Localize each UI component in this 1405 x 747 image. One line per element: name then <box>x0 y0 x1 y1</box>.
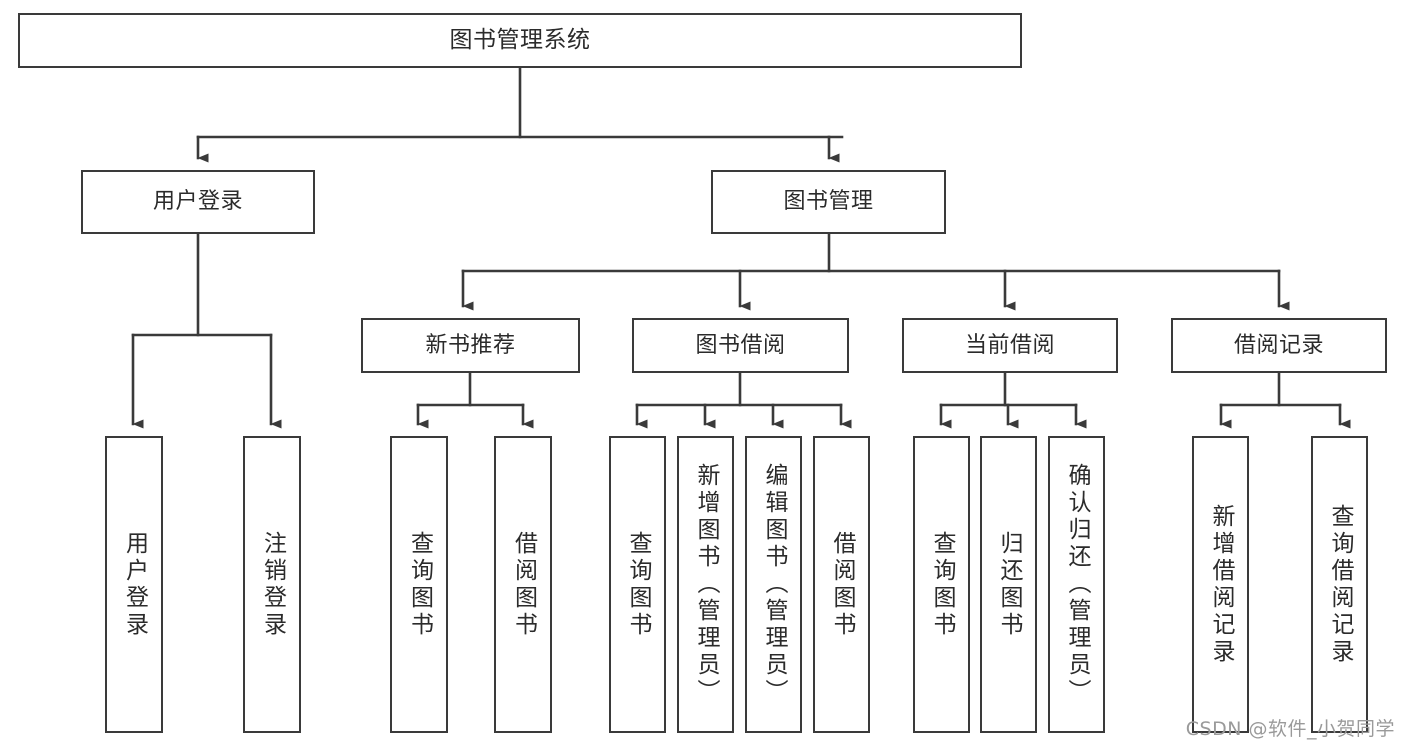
node-leaf-edit-book-label: 编辑图书（管理员） <box>761 463 787 706</box>
node-leaf-return-book[interactable]: 归还图书 <box>980 436 1037 733</box>
node-leaf-return-book-label: 归还图书 <box>996 530 1022 639</box>
node-current-borrow-label: 当前借阅 <box>964 332 1055 358</box>
node-borrow-record-label: 借阅记录 <box>1233 332 1324 358</box>
node-book-borrow[interactable]: 图书借阅 <box>632 318 849 373</box>
node-leaf-edit-book[interactable]: 编辑图书（管理员） <box>745 436 802 733</box>
node-leaf-add-record[interactable]: 新增借阅记录 <box>1192 436 1249 733</box>
node-user-login[interactable]: 用户登录 <box>81 170 315 234</box>
node-leaf-query-book-1[interactable]: 查询图书 <box>390 436 448 733</box>
node-leaf-query-book-1-label: 查询图书 <box>406 530 433 639</box>
node-book-manage[interactable]: 图书管理 <box>711 170 946 234</box>
node-root[interactable]: 图书管理系统 <box>18 13 1022 68</box>
node-leaf-query-record-label: 查询借阅记录 <box>1327 503 1353 666</box>
node-new-book-recommend[interactable]: 新书推荐 <box>361 318 580 373</box>
node-leaf-borrow-book-1-label: 借阅图书 <box>510 530 537 639</box>
node-leaf-query-book-3-label: 查询图书 <box>929 530 955 639</box>
node-root-label: 图书管理系统 <box>449 26 591 53</box>
node-leaf-borrow-book-1[interactable]: 借阅图书 <box>494 436 552 733</box>
node-leaf-add-book[interactable]: 新增图书（管理员） <box>677 436 734 733</box>
node-leaf-user-login-label: 用户登录 <box>121 530 148 639</box>
node-leaf-logout[interactable]: 注销登录 <box>243 436 301 733</box>
node-leaf-query-book-2-label: 查询图书 <box>625 530 651 639</box>
node-leaf-confirm-return[interactable]: 确认归还（管理员） <box>1048 436 1105 733</box>
node-leaf-add-record-label: 新增借阅记录 <box>1208 503 1234 666</box>
node-book-borrow-label: 图书借阅 <box>695 332 786 358</box>
node-new-book-recommend-label: 新书推荐 <box>425 332 516 358</box>
node-book-manage-label: 图书管理 <box>783 189 874 215</box>
node-leaf-confirm-return-label: 确认归还（管理员） <box>1064 463 1090 706</box>
node-current-borrow[interactable]: 当前借阅 <box>902 318 1118 373</box>
node-leaf-query-record[interactable]: 查询借阅记录 <box>1311 436 1368 733</box>
node-leaf-borrow-book-2-label: 借阅图书 <box>829 530 855 639</box>
node-leaf-query-book-3[interactable]: 查询图书 <box>913 436 970 733</box>
node-leaf-user-login[interactable]: 用户登录 <box>105 436 163 733</box>
node-user-login-label: 用户登录 <box>152 189 243 215</box>
node-leaf-borrow-book-2[interactable]: 借阅图书 <box>813 436 870 733</box>
node-leaf-logout-label: 注销登录 <box>259 530 286 639</box>
node-leaf-query-book-2[interactable]: 查询图书 <box>609 436 666 733</box>
node-borrow-record[interactable]: 借阅记录 <box>1171 318 1387 373</box>
node-leaf-add-book-label: 新增图书（管理员） <box>693 463 719 706</box>
